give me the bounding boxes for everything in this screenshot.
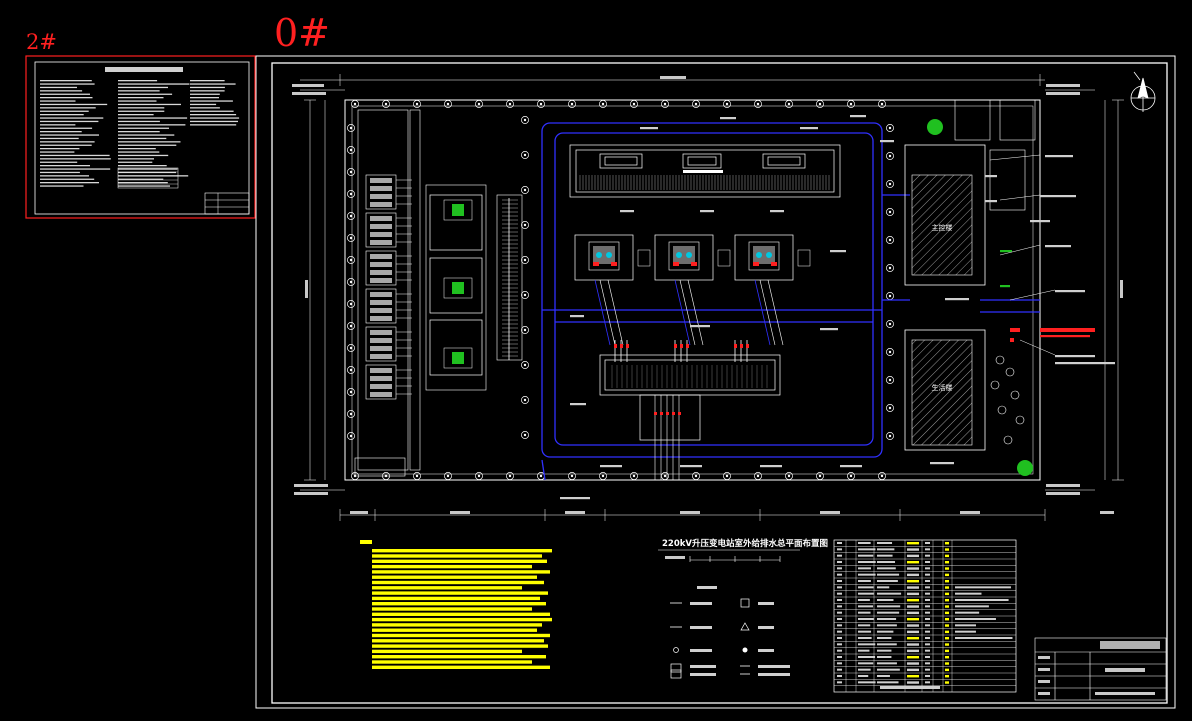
drawing-annotations — [560, 115, 1115, 500]
perimeter-trees — [347, 100, 894, 480]
notes-sheet-title — [105, 67, 183, 72]
sheet-0: 主控楼 生活楼 — [255, 55, 1176, 709]
red-markers — [1010, 328, 1095, 342]
sheet-2-notes — [25, 55, 256, 219]
control-building — [599, 354, 781, 441]
roads — [541, 122, 1040, 481]
bus-bars — [611, 340, 768, 480]
gis-hatch — [579, 170, 830, 190]
drawing-title: 220kV升压变电站室外给排水总平面布置图 — [662, 538, 828, 549]
service-building-label: 生活楼 — [932, 383, 953, 392]
sheet-label-large: 0# — [274, 11, 331, 55]
sheet-label-small: 2# — [26, 30, 57, 54]
main-transformers — [574, 234, 811, 346]
materials-table — [833, 539, 1017, 693]
yellow-notes — [360, 540, 552, 669]
scale-bar — [665, 556, 781, 562]
dimension-text — [292, 76, 1123, 514]
west-transformers — [429, 194, 483, 376]
tree-icon — [927, 119, 943, 135]
main-hall-label: 主控楼 — [932, 223, 953, 232]
west-equipment — [354, 109, 523, 477]
cable-rack — [502, 198, 518, 360]
gis-building — [569, 144, 841, 198]
cabinet-rows — [365, 174, 412, 400]
site-boundary — [344, 99, 1041, 481]
title-block — [1034, 637, 1167, 701]
dimension-lines — [300, 74, 1124, 521]
shrubs — [990, 355, 1025, 445]
notes-title-block — [204, 192, 250, 215]
right-buildings: 主控楼 生活楼 — [904, 99, 1036, 451]
legend — [670, 586, 790, 679]
north-arrow-icon — [1130, 71, 1156, 112]
notes-text-columns — [40, 80, 240, 189]
tree-icon — [1017, 460, 1033, 476]
